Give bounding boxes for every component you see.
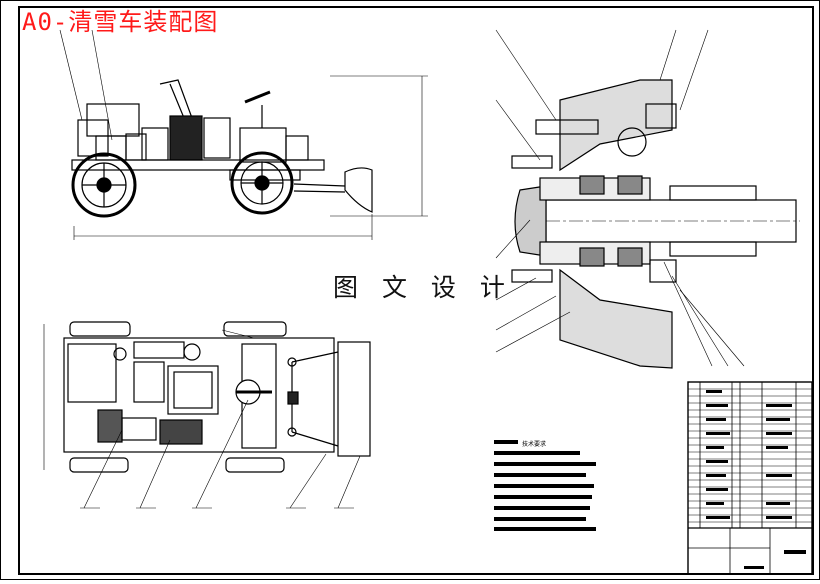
tech-requirements-title: 技术要求: [522, 441, 547, 448]
parts-list-rows: [688, 388, 812, 523]
inner-frame: [18, 6, 814, 575]
hub-section-view: [495, 29, 800, 369]
drawing-title: A0-清雪车装配图: [22, 8, 219, 36]
parts-list-table: [687, 381, 813, 575]
top-view: [43, 321, 371, 509]
side-view: [59, 29, 428, 240]
tech-requirements-lines: [494, 440, 596, 531]
parts-list-fills: [706, 390, 806, 569]
watermark-text: 图 文 设 计: [333, 273, 513, 302]
